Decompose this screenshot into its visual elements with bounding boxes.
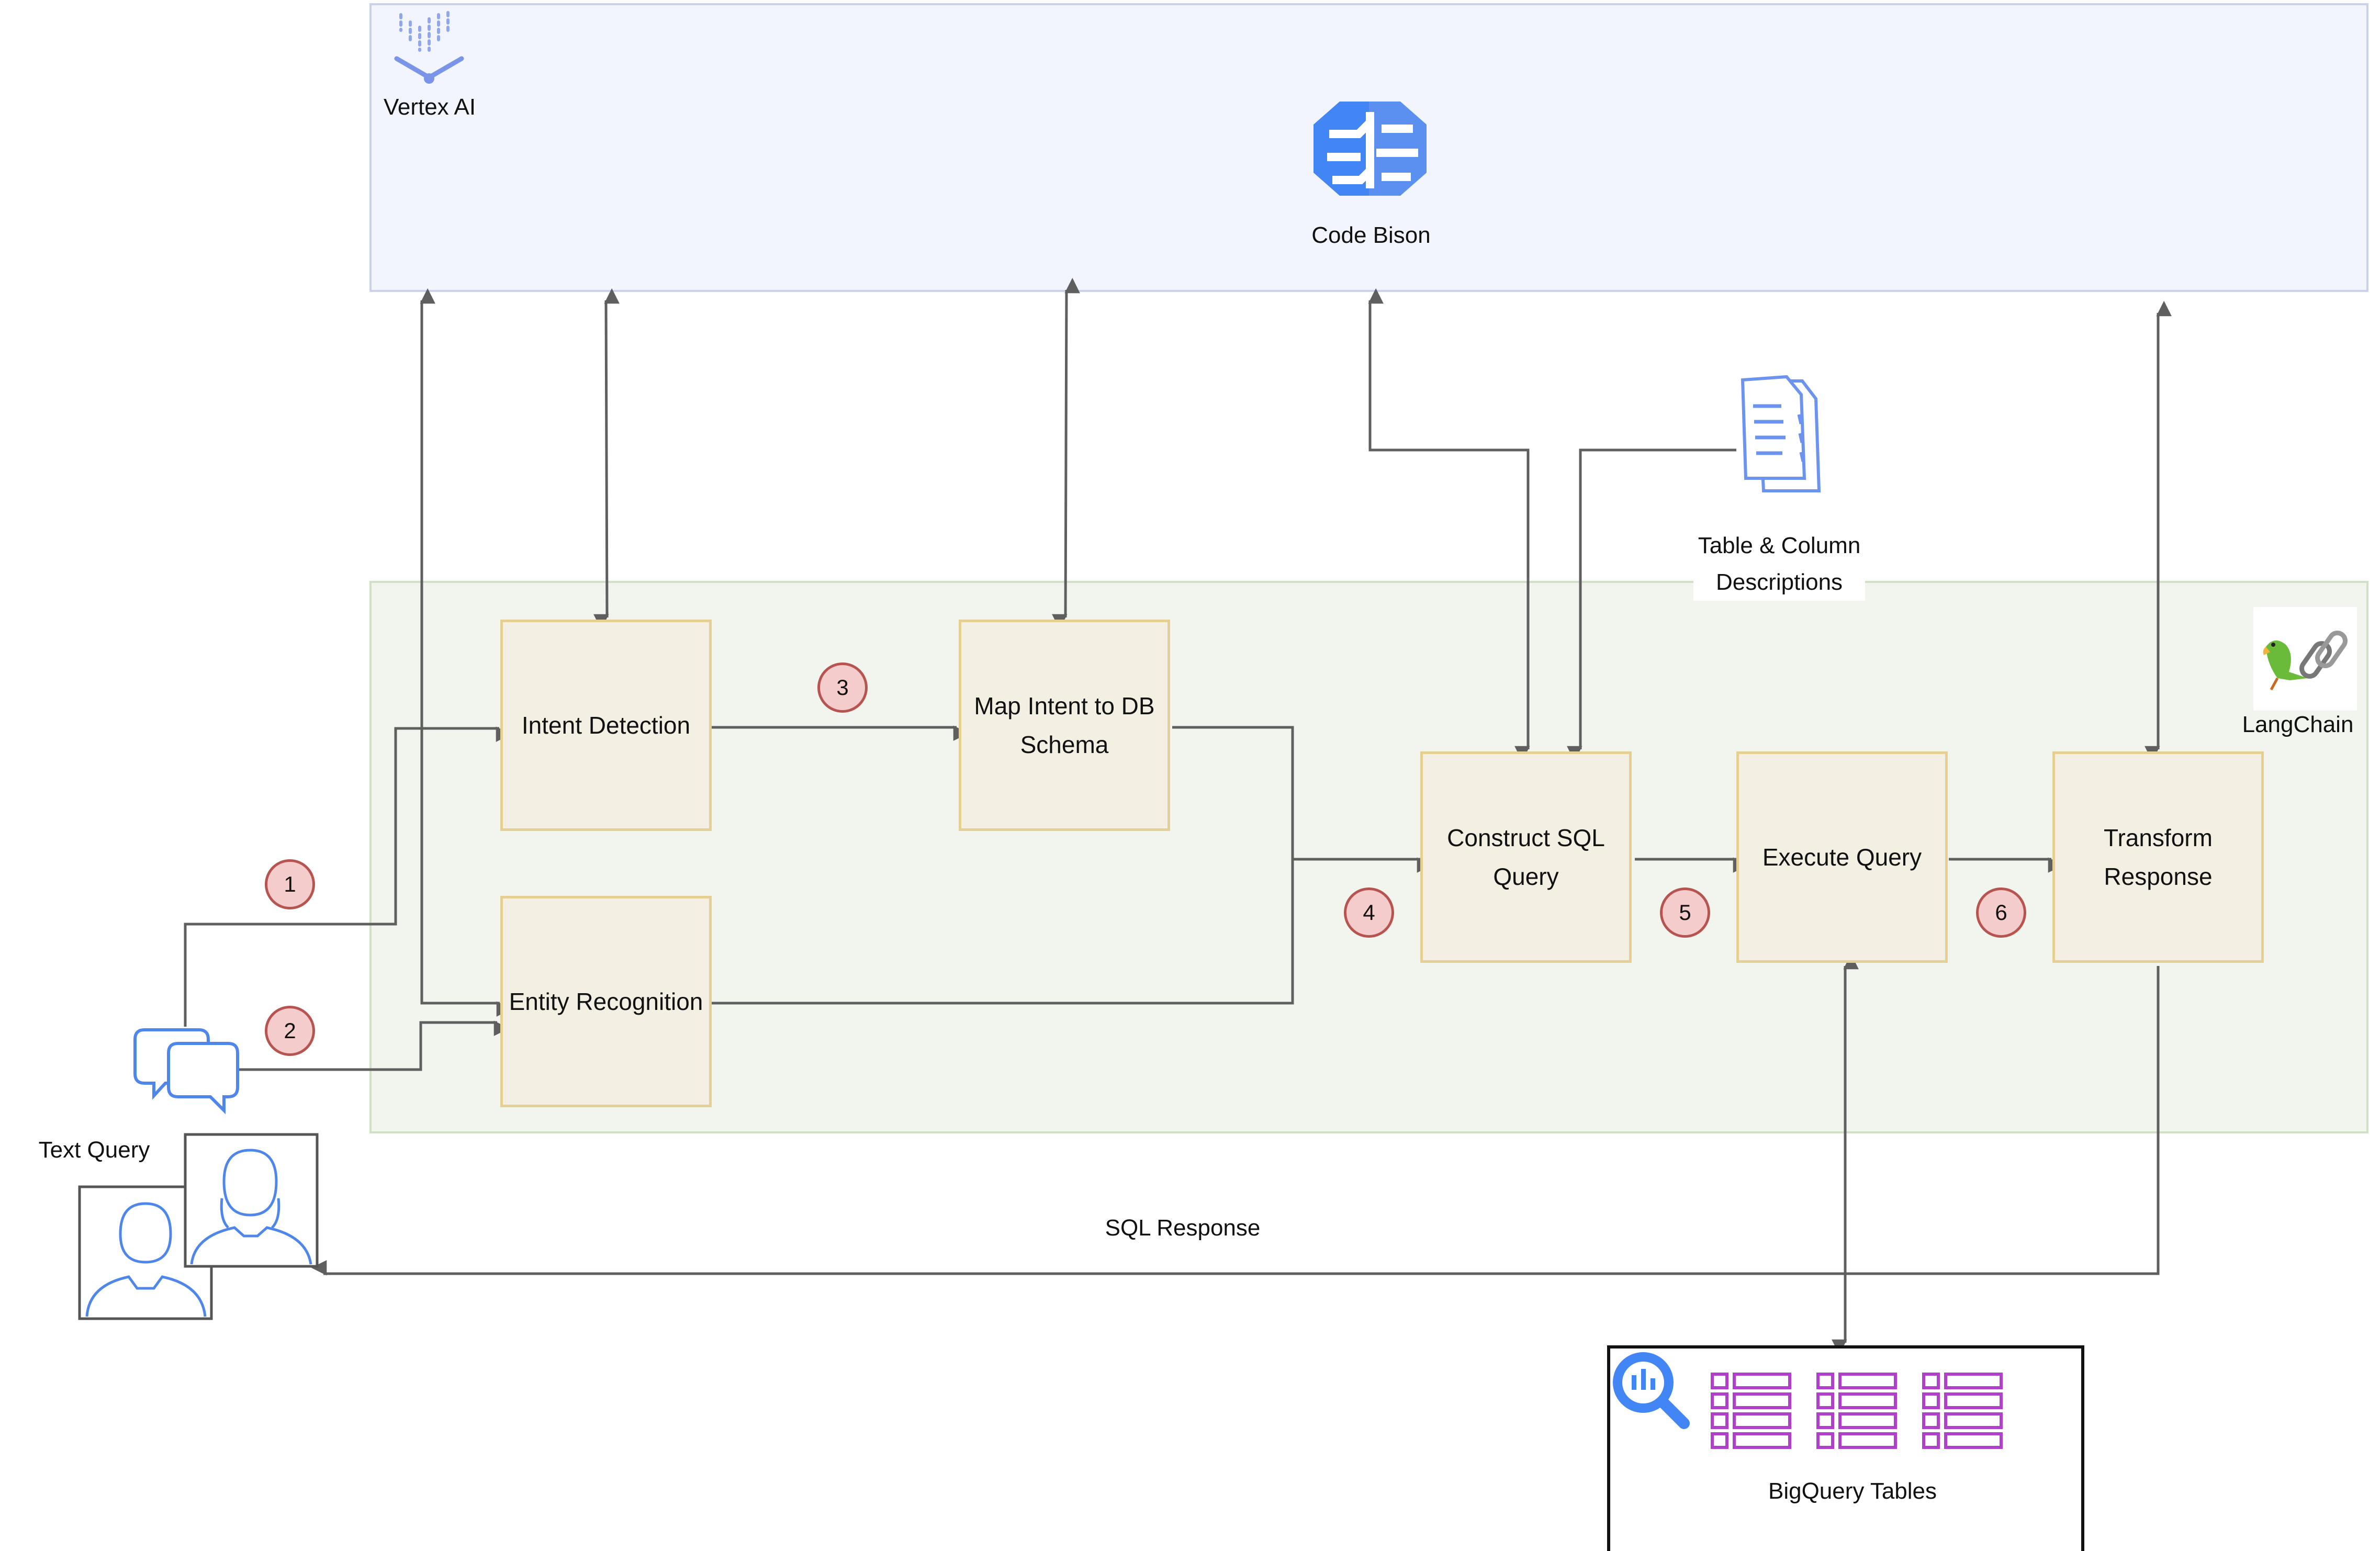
bigquery-tables-label: BigQuery Tables — [1768, 1478, 1937, 1504]
intent-detection-step: Intent Detection — [500, 620, 712, 831]
arrow-vertex-to-entity — [420, 288, 512, 1017]
arrow-descriptions-construct-sql — [1567, 448, 1736, 762]
sql-response-label: SQL Response — [1105, 1215, 1261, 1241]
map-intent-label-1: Map Intent to DB — [974, 692, 1155, 720]
intent-detection-label: Intent Detection — [521, 712, 691, 739]
text-query-label: Text Query — [38, 1137, 150, 1163]
bigquery-icon — [1613, 1352, 1690, 1429]
step-badge-6: 6 — [1976, 887, 2026, 938]
arrow-map-to-construct — [1172, 726, 1433, 873]
entity-recognition-step: Entity Recognition — [500, 896, 712, 1107]
step-badge-3: 3 — [817, 662, 868, 713]
table-icons — [1711, 1373, 2003, 1449]
entity-recognition-label: Entity Recognition — [509, 988, 703, 1015]
execute-query-step: Execute Query — [1736, 751, 1948, 963]
vertex-ai-icon — [394, 11, 464, 84]
step-badge-1: 1 — [265, 859, 315, 909]
arrow-vertex-map-intent — [1052, 277, 1080, 630]
transform-label-2: Response — [2104, 863, 2213, 890]
transform-response-step: Transform Response — [2052, 751, 2264, 963]
arrow-vertex-intent — [593, 288, 620, 630]
construct-sql-step: Construct SQL Query — [1420, 751, 1632, 963]
step-badge-5: 5 — [1660, 887, 1710, 938]
document-icon — [1741, 375, 1821, 492]
transform-label-1: Transform — [2104, 824, 2213, 851]
construct-sql-label-2: Query — [1493, 863, 1559, 890]
brain-icon — [1314, 102, 1427, 196]
table-icon-1 — [1711, 1373, 1791, 1449]
users-icon — [78, 1133, 319, 1320]
map-intent-step: Map Intent to DB Schema — [959, 620, 1170, 831]
descriptions-line-2: Descriptions — [1715, 569, 1843, 595]
arrow-query-to-intent — [184, 726, 512, 1027]
execute-query-label: Execute Query — [1762, 844, 1922, 871]
arrow-query-to-entity — [238, 1020, 510, 1071]
map-intent-label-2: Schema — [1020, 731, 1109, 758]
langchain-label: LangChain — [2242, 712, 2354, 737]
arrow-sql-response — [311, 966, 2160, 1276]
table-icon-3 — [1922, 1373, 2003, 1449]
code-bison-label: Code Bison — [1311, 222, 1431, 248]
vertex-ai-label: Vertex AI — [383, 94, 476, 120]
step-badge-2: 2 — [265, 1006, 315, 1056]
arrow-vertex-construct-sql — [1368, 288, 1530, 762]
descriptions-line-1: Table & Column — [1698, 533, 1861, 558]
construct-sql-label-1: Construct SQL — [1447, 824, 1605, 851]
chat-bubbles-icon — [133, 1028, 239, 1115]
table-icon-2 — [1816, 1373, 1897, 1449]
step-badge-4: 4 — [1344, 887, 1394, 938]
arrow-entity-to-construct — [712, 859, 1294, 1005]
parrot-chain-icon — [2253, 607, 2357, 711]
descriptions-label: Table & Column Descriptions — [1693, 527, 1865, 601]
